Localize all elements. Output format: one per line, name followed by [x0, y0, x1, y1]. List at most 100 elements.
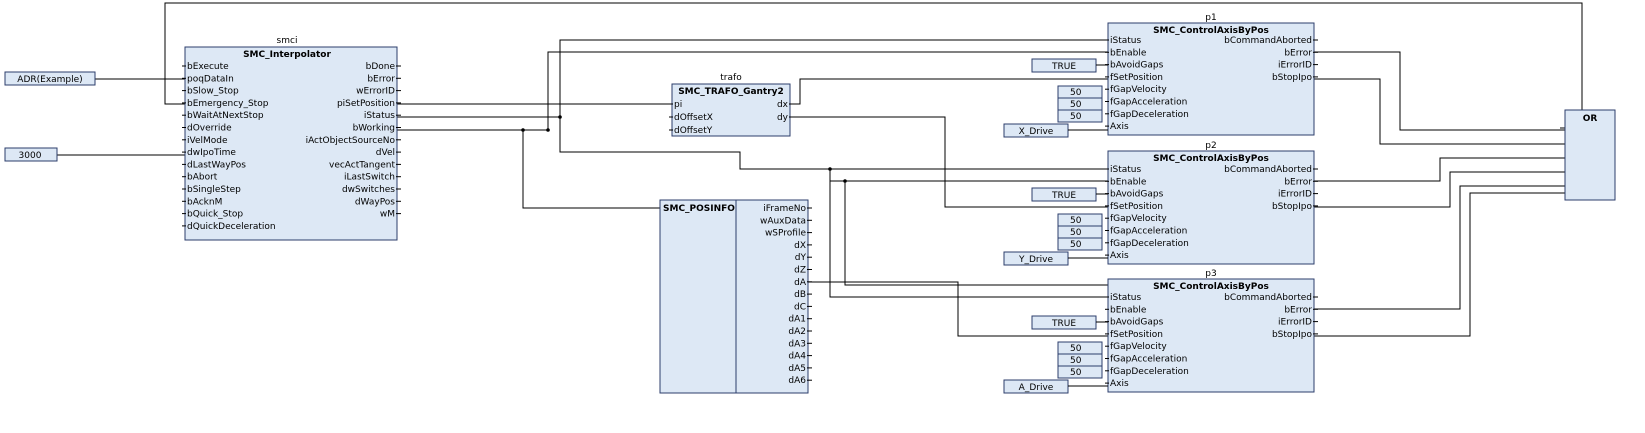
fb-p1[interactable]: p1 SMC_ControlAxisByPos iStatusbEnablebA… — [1105, 13, 1318, 136]
p3-vel-text: 50 — [1070, 344, 1082, 354]
junction-dot — [558, 115, 562, 119]
p1-vel-text: 50 — [1070, 88, 1082, 98]
or-body[interactable] — [1564, 109, 1616, 201]
fb-p3[interactable]: p3 SMC_ControlAxisByPos iStatusbEnablebA… — [1105, 269, 1318, 393]
p2-out-bstopipo-label: bStopIpo — [1272, 202, 1313, 212]
p3-avoid-text: TRUE — [1051, 319, 1076, 329]
smci-in-bemergency-stop-label: bEmergency_Stop — [187, 99, 269, 109]
p2-inputs: iStatusbEnablebAvoidGapsfSetPositionfGap… — [1105, 165, 1189, 261]
p1-axis-text: X_Drive — [1019, 127, 1054, 137]
p3-in-fgapdeceleration-label: fGapDeceleration — [1110, 367, 1189, 377]
smci-instance-name: smci — [277, 36, 298, 46]
p2-in-fsetposition-label: fSetPosition — [1110, 202, 1163, 212]
posinfo-out-da6-label: dA6 — [788, 376, 806, 386]
p3-inputs: iStatusbEnablebAvoidGapsfSetPositionfGap… — [1105, 293, 1189, 389]
posinfo-out-dy-label: dY — [795, 253, 807, 263]
smci-in-dquickdeceleration-label: dQuickDeceleration — [187, 222, 276, 232]
p1-acc-text: 50 — [1070, 100, 1082, 110]
fb-posinfo[interactable]: SMC_POSINFO iFrameNowAuxDatawSProfiledXd… — [659, 199, 812, 394]
p1-out-bcommandaborted-label: bCommandAborted — [1224, 36, 1312, 46]
wire-p2-bstopipo-to-or — [1314, 171, 1565, 208]
smci-out-bworking-label: bWorking — [353, 124, 395, 134]
p3-axis-text: A_Drive — [1019, 383, 1054, 393]
p1-dec-text: 50 — [1070, 112, 1082, 122]
smci-out-dvel-label: dVel — [376, 148, 395, 158]
p1-avoid-text: TRUE — [1051, 62, 1076, 72]
p1-in-fgapvelocity-label: fGapVelocity — [1110, 85, 1167, 95]
constant-adr-text: ADR(Example) — [17, 75, 82, 85]
fb-or[interactable]: OR — [1564, 109, 1616, 201]
wire-p1-berror-to-or — [1314, 51, 1565, 131]
p1-body[interactable] — [1107, 22, 1315, 136]
trafo-in-doffsety-label: dOffsetY — [674, 126, 713, 136]
or-type-name: OR — [1583, 114, 1598, 124]
smci-in-backnm-label: bAcknM — [187, 197, 222, 207]
p1-dec-box[interactable] — [1057, 109, 1103, 123]
smci-out-dwaypos-label: dWayPos — [355, 197, 395, 207]
p2-out-ierrorid-label: iErrorID — [1278, 190, 1312, 200]
constant-ipo-text: 3000 — [19, 151, 42, 161]
p2-body[interactable] — [1107, 150, 1315, 265]
p3-dec-text: 50 — [1070, 368, 1082, 378]
junction-dot — [843, 179, 847, 183]
wire-dx-to-p1-fsetposition — [790, 78, 1108, 105]
p1-in-fgapacceleration-label: fGapAcceleration — [1110, 98, 1187, 108]
p1-instance-name: p1 — [1205, 13, 1216, 23]
wire-p1-bstopipo-to-or — [1314, 78, 1565, 145]
posinfo-out-dx-label: dX — [794, 241, 806, 251]
p3-instance-name: p3 — [1205, 269, 1216, 279]
junction-dot — [521, 128, 525, 132]
smci-in-bquick-stop-label: bQuick_Stop — [187, 210, 243, 220]
p1-out-berror-label: bError — [1284, 48, 1312, 58]
wire-dy-to-p2-fsetposition — [790, 116, 1108, 208]
p2-out-berror-label: bError — [1284, 177, 1312, 187]
smci-in-bexecute-label: bExecute — [187, 62, 229, 72]
junction-dot — [546, 128, 550, 132]
wires — [57, 2, 1583, 337]
smci-out-dwswitches-label: dwSwitches — [342, 185, 395, 195]
smci-out-vecacttangent-label: vecActTangent — [329, 160, 395, 170]
smci-in-bsinglestep-label: bSingleStep — [187, 185, 241, 195]
trafo-type-name: SMC_TRAFO_Gantry2 — [678, 87, 784, 97]
wire-bworking-to-p1-benable — [397, 51, 1108, 131]
trafo-body[interactable] — [671, 83, 791, 137]
smci-in-bwaitatnextstop-label: bWaitAtNextStop — [187, 111, 264, 121]
p3-out-bstopipo-label: bStopIpo — [1272, 330, 1313, 340]
p2-constants: TRUE 50 50 50 Y_Drive — [1003, 187, 1108, 266]
wire-istatus-to-p2 — [559, 117, 1108, 170]
p3-body[interactable] — [1107, 278, 1315, 393]
constant-adr-box[interactable] — [4, 71, 96, 86]
p3-type-name: SMC_ControlAxisByPos — [1153, 282, 1269, 292]
p3-dec-box[interactable] — [1057, 365, 1103, 379]
p3-acc-text: 50 — [1070, 356, 1082, 366]
posinfo-out-wsprofile-label: wSProfile — [765, 229, 807, 239]
fb-trafo[interactable]: trafo SMC_TRAFO_Gantry2 pidOffsetXdOffse… — [669, 73, 794, 137]
constant-ipo-box[interactable] — [4, 147, 58, 162]
p2-in-fgapdeceleration-label: fGapDeceleration — [1110, 239, 1189, 249]
p2-out-bcommandaborted-label: bCommandAborted — [1224, 165, 1312, 175]
wire-istatus-p3 — [844, 181, 1108, 286]
smci-in-babort-label: bAbort — [187, 173, 218, 183]
p1-inputs: iStatusbEnablebAvoidGapsfSetPositionfGap… — [1105, 36, 1189, 132]
p2-in-istatus-label: iStatus — [1110, 165, 1141, 175]
p3-in-istatus-label: iStatus — [1110, 293, 1141, 303]
smci-in-doverride-label: dOverride — [187, 124, 232, 134]
posinfo-type-name: SMC_POSINFO — [663, 204, 735, 214]
smci-body[interactable] — [184, 46, 398, 241]
wire-istatus-to-p1 — [397, 39, 1108, 118]
p1-constants: TRUE 50 50 50 X_Drive — [1003, 58, 1108, 138]
p2-in-axis-label: Axis — [1110, 251, 1129, 261]
posinfo-out-db-label: dB — [794, 290, 806, 300]
posinfo-out-dz-label: dZ — [794, 266, 806, 276]
posinfo-body[interactable] — [659, 199, 809, 394]
p2-dec-box[interactable] — [1057, 237, 1103, 251]
posinfo-out-da-label: dA — [794, 278, 807, 288]
fb-smci[interactable]: smci SMC_Interpolator bExecutepoqDataInb… — [182, 36, 401, 241]
smci-out-iactobjectsourceno-label: iActObjectSourceNo — [306, 136, 396, 146]
p3-out-ierrorid-label: iErrorID — [1278, 318, 1312, 328]
posinfo-out-da3-label: dA3 — [788, 339, 806, 349]
p2-dec-text: 50 — [1070, 240, 1082, 250]
fb-p2[interactable]: p2 SMC_ControlAxisByPos iStatusbEnablebA… — [1105, 141, 1318, 265]
